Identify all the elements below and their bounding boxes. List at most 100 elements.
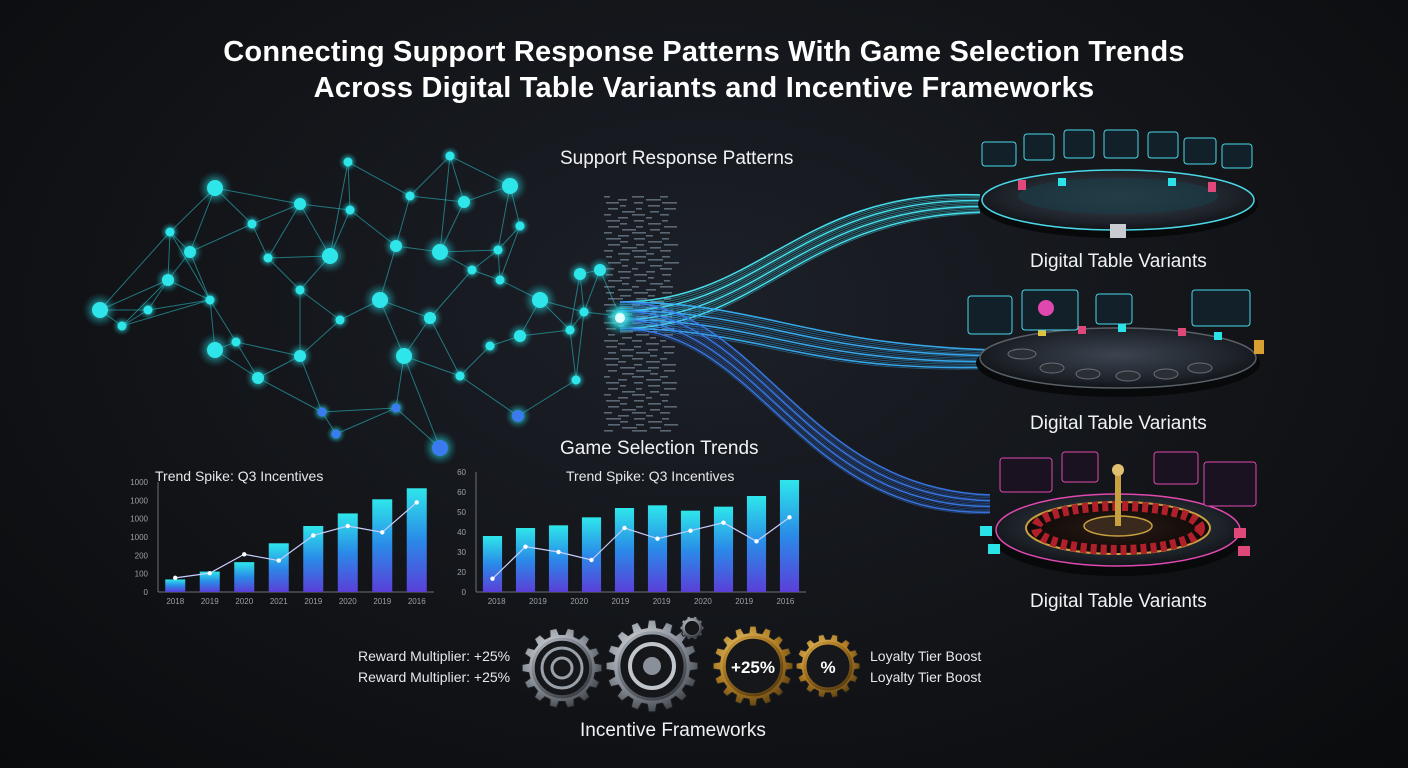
flow-line (619, 201, 981, 314)
stream-dash (620, 403, 627, 405)
stream-dash (662, 292, 672, 294)
stream-dash (660, 376, 668, 378)
stream-dash (660, 232, 670, 234)
network-node (207, 180, 223, 196)
stream-dash (664, 226, 677, 228)
stream-dash (664, 262, 679, 264)
stream-dash (660, 430, 671, 432)
flow-line (619, 205, 981, 321)
stream-dash (646, 343, 659, 345)
stream-dash (634, 418, 645, 420)
stream-dash (632, 268, 638, 270)
bar (372, 499, 393, 592)
stream-dash (622, 229, 636, 231)
bar (713, 506, 734, 592)
chart-right-title: Trend Spike: Q3 Incentives (566, 468, 735, 484)
stream-dash (622, 265, 628, 267)
network-node (390, 240, 402, 252)
flow-line (619, 330, 991, 370)
flow-lines (602, 193, 991, 515)
trend-point (414, 500, 419, 505)
gold-gear-symbol (795, 633, 861, 699)
bar (647, 505, 668, 592)
x-tick-label: 2018 (488, 597, 506, 606)
stream-dash (634, 274, 647, 276)
stream-dash (648, 349, 658, 351)
flow-line (619, 303, 991, 497)
stream-dash (662, 346, 675, 348)
network-edge (169, 231, 211, 301)
bar (303, 526, 324, 592)
stream-dash (660, 286, 673, 288)
stream-dash (622, 391, 635, 393)
stream-dash (622, 409, 636, 411)
stream-dash (632, 286, 639, 288)
stream-dash (634, 292, 648, 294)
bar (614, 508, 635, 592)
x-tick-label: 2020 (570, 597, 588, 606)
stream-dash (662, 328, 674, 330)
incentive-gears (521, 615, 861, 713)
stream-dash (664, 298, 671, 300)
stream-dash (608, 370, 617, 372)
support-network-graph (82, 146, 630, 466)
y-tick-label: 60 (457, 468, 466, 477)
flow-line (619, 323, 991, 365)
stream-dash (608, 352, 616, 354)
stream-dash (606, 364, 618, 366)
network-node (532, 292, 548, 308)
network-node (165, 227, 175, 237)
stream-dash (618, 253, 630, 255)
network-node (495, 275, 505, 285)
stream-dash (632, 214, 645, 216)
stream-dash (622, 373, 634, 375)
trend-point (242, 552, 247, 557)
stream-dash (662, 220, 668, 222)
steel-gear-center (605, 619, 699, 713)
stream-dash (650, 265, 662, 267)
stream-dash (660, 358, 667, 360)
network-node (512, 410, 524, 422)
trend-point (207, 570, 212, 576)
flow-line (619, 203, 981, 316)
flow-line (619, 318, 991, 508)
network-node (317, 407, 327, 417)
stream-dash (604, 196, 610, 198)
network-node (493, 245, 503, 255)
stream-dash (664, 388, 676, 390)
y-tick-label: 50 (457, 508, 466, 517)
network-node (295, 285, 305, 295)
stream-dash (662, 418, 669, 420)
stream-dash (620, 205, 626, 207)
stream-dash (646, 217, 652, 219)
stream-dash (634, 202, 643, 204)
table-variant-label-2: Digital Table Variants (1030, 413, 1207, 434)
stream-dash (606, 238, 621, 240)
stream-dash (608, 424, 620, 426)
trend-point (787, 515, 792, 520)
y-tick-label: 0 (462, 588, 467, 597)
trend-point (754, 539, 759, 544)
stream-dash (618, 235, 629, 237)
stream-dash (606, 292, 614, 294)
stream-dash (632, 394, 645, 396)
stream-dash (650, 355, 657, 357)
chart-left-title: Trend Spike: Q3 Incentives (155, 468, 324, 484)
table-variant-label-3: Digital Table Variants (1030, 591, 1207, 612)
table-variant-1 (978, 129, 1258, 238)
bar (680, 510, 701, 592)
network-node (335, 315, 345, 325)
flow-line (619, 325, 991, 512)
stream-dash (608, 334, 615, 336)
stream-dash (660, 268, 672, 270)
stream-dash (606, 418, 621, 420)
stream-dash (632, 304, 640, 306)
stream-dash (634, 346, 641, 348)
flow-line (619, 317, 991, 506)
x-tick-label: 2019 (653, 597, 671, 606)
game-trends-label: Game Selection Trends (560, 438, 759, 459)
stream-dash (636, 262, 645, 264)
trend-point (173, 575, 178, 581)
network-node (432, 244, 448, 260)
